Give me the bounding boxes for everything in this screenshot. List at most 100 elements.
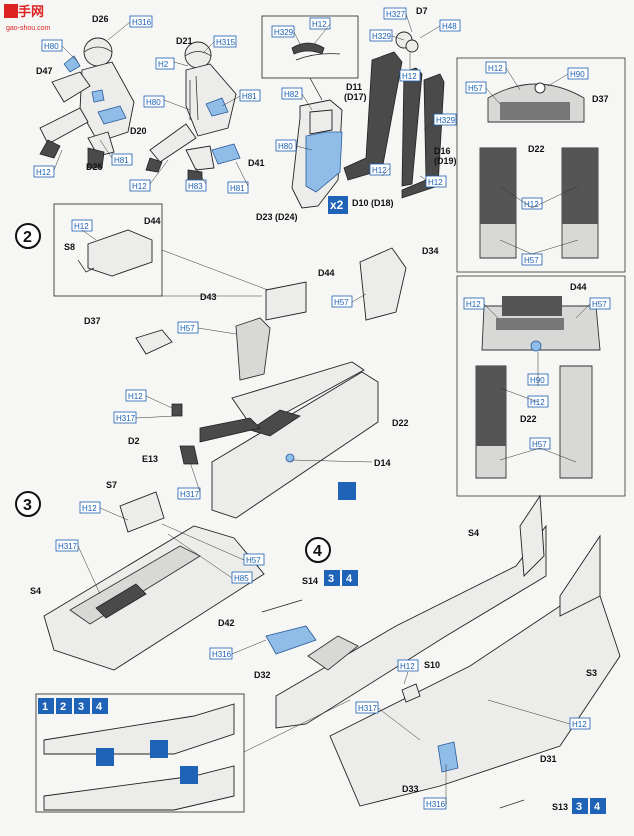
watermark-title: 高手网 [5, 4, 44, 19]
svg-text:D41: D41 [248, 158, 265, 168]
svg-text:H85: H85 [234, 574, 249, 583]
badges-s13: 3 4 [572, 798, 606, 814]
svg-text:D37: D37 [84, 316, 101, 326]
watermark-logo [4, 4, 18, 18]
svg-text:2: 2 [60, 701, 66, 713]
svg-text:H316: H316 [132, 18, 152, 27]
svg-text:3: 3 [78, 701, 84, 713]
svg-text:S4: S4 [468, 528, 479, 538]
svg-text:D26: D26 [92, 14, 109, 24]
svg-text:3: 3 [576, 801, 582, 813]
svg-text:4: 4 [96, 701, 103, 713]
svg-text:S3: S3 [586, 668, 597, 678]
svg-text:H12: H12 [36, 168, 51, 177]
svg-text:H57: H57 [524, 256, 539, 265]
svg-text:D22: D22 [520, 414, 537, 424]
svg-text:H317: H317 [180, 490, 200, 499]
svg-text:H316: H316 [212, 650, 232, 659]
svg-text:D34: D34 [422, 246, 439, 256]
leader-lines [53, 13, 591, 804]
paint-badge-step-2 [338, 482, 356, 500]
svg-text:H12: H12 [128, 392, 143, 401]
svg-text:H329: H329 [436, 116, 456, 125]
svg-text:H12: H12 [488, 64, 503, 73]
svg-text:D33: D33 [402, 784, 419, 794]
svg-text:D11: D11 [346, 82, 362, 92]
svg-text:H2: H2 [158, 60, 169, 69]
cockpit-rails [343, 31, 445, 199]
svg-text:H12: H12 [572, 720, 587, 729]
step-3-number: 3 [23, 497, 32, 514]
svg-text:D47: D47 [36, 66, 53, 76]
step-3: 3 [15, 491, 265, 671]
svg-text:H83: H83 [188, 182, 203, 191]
svg-text:D22: D22 [528, 144, 545, 154]
svg-text:(D19): (D19) [434, 156, 457, 166]
svg-text:D16: D16 [434, 146, 451, 156]
step-4-number: 4 [313, 543, 322, 560]
svg-text:H12: H12 [312, 20, 327, 29]
svg-text:D7: D7 [416, 6, 428, 16]
svg-text:H12: H12 [132, 182, 147, 191]
svg-text:H57: H57 [532, 440, 547, 449]
step-2-number: 2 [23, 229, 32, 246]
svg-text:S10: S10 [424, 660, 440, 670]
svg-text:S7: S7 [106, 480, 117, 490]
svg-text:D2: D2 [128, 436, 140, 446]
svg-text:H90: H90 [570, 70, 585, 79]
badges-s14: 3 4 [324, 570, 358, 586]
svg-text:D10 (D18): D10 (D18) [352, 198, 394, 208]
svg-text:D44: D44 [144, 216, 161, 226]
step-4: 4 [261, 494, 621, 809]
svg-text:H12: H12 [74, 222, 89, 231]
pilot-figure-2 [145, 41, 241, 185]
svg-text:H48: H48 [442, 22, 457, 31]
svg-text:D37: D37 [592, 94, 609, 104]
svg-text:H57: H57 [180, 324, 195, 333]
svg-text:D14: D14 [374, 458, 391, 468]
svg-text:H317: H317 [116, 414, 136, 423]
svg-text:H12: H12 [82, 504, 97, 513]
svg-text:H327: H327 [386, 10, 406, 19]
color-index-box: 1 2 3 4 [35, 693, 351, 813]
svg-text:H12: H12 [400, 662, 415, 671]
svg-text:H317: H317 [58, 542, 78, 551]
watermark: 高手网 gao-shou.com [4, 4, 51, 32]
svg-text:H12: H12 [402, 72, 417, 81]
svg-text:H57: H57 [246, 556, 261, 565]
svg-text:4: 4 [346, 573, 353, 585]
multiplier-badge [328, 196, 348, 214]
ejection-seat: x2 [291, 99, 348, 214]
svg-text:D43: D43 [200, 292, 217, 302]
svg-text:H81: H81 [114, 156, 129, 165]
svg-text:H12: H12 [466, 300, 481, 309]
svg-text:H80: H80 [44, 42, 59, 51]
svg-text:H329: H329 [274, 28, 294, 37]
svg-text:3: 3 [328, 573, 334, 585]
rear-panels-box [456, 57, 626, 273]
multiplier-text: x2 [330, 198, 344, 212]
svg-text:E13: E13 [142, 454, 158, 464]
svg-text:H317: H317 [358, 704, 378, 713]
svg-text:S8: S8 [64, 242, 75, 252]
svg-text:H80: H80 [146, 98, 161, 107]
pilot-figure-1 [39, 37, 135, 169]
svg-text:D21: D21 [176, 36, 193, 46]
svg-text:S13: S13 [552, 802, 568, 812]
paint-labels: H316 H80 H12 H81 H315 H2 H80 H81 H12 H83… [33, 7, 611, 810]
svg-text:H57: H57 [592, 300, 607, 309]
svg-text:D31: D31 [540, 754, 557, 764]
svg-text:S14: S14 [302, 576, 318, 586]
svg-text:D22: D22 [392, 418, 409, 428]
svg-text:H12: H12 [372, 166, 387, 175]
svg-text:H12: H12 [524, 200, 539, 209]
svg-text:H12: H12 [428, 178, 443, 187]
svg-text:4: 4 [594, 801, 601, 813]
part-labels: D26 D47 D25 D21 D20 D41 D7 D11 (D17) D16… [30, 6, 609, 812]
svg-text:H81: H81 [242, 92, 257, 101]
seat-detail-inset [261, 15, 359, 101]
svg-text:H81: H81 [230, 184, 245, 193]
svg-text:H316: H316 [426, 800, 446, 809]
svg-text:D32: D32 [254, 670, 271, 680]
